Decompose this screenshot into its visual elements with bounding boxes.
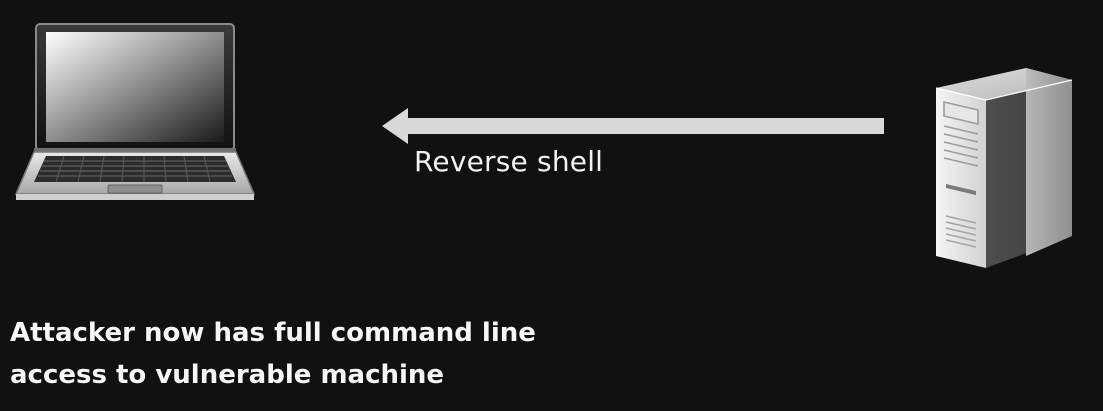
caption: Attacker now has full command line acces… [10,312,710,396]
caption-line-1: Attacker now has full command line [10,318,536,348]
reverse-shell-arrow [382,108,885,144]
laptop-icon [12,18,260,208]
caption-line-2: access to vulnerable machine [10,360,445,390]
arrow-label: Reverse shell [414,145,604,178]
server-icon [928,66,1078,272]
